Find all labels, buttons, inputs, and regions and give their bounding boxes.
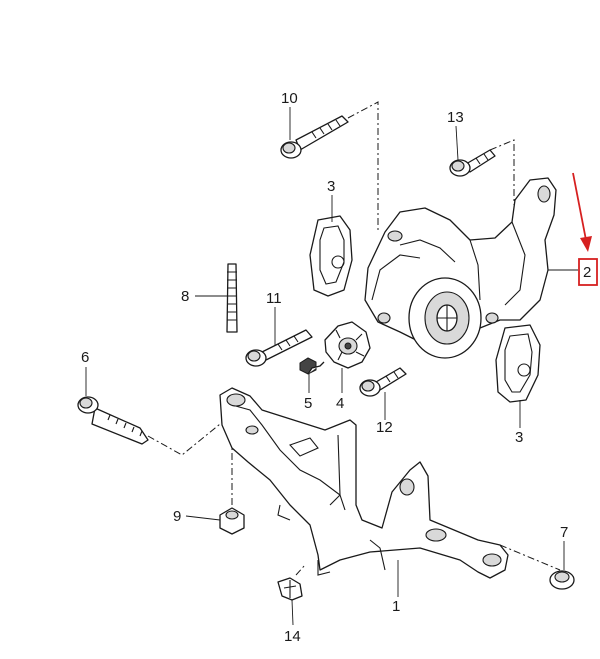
callout-2-highlight-box	[578, 258, 598, 286]
nut-part-9	[219, 507, 245, 535]
callout-11: 11	[266, 290, 282, 307]
bolt-part-12	[359, 367, 407, 397]
callout-labels: 1 2 3 3 4 5 6 7 8 9 10 11 12 13 14	[81, 90, 591, 645]
leader-lines	[85, 107, 578, 626]
lower-bracket-part-1	[219, 387, 509, 579]
part-2-highlight	[572, 172, 598, 286]
gasket-part-3-upper	[309, 215, 353, 297]
small-nut-part-5	[299, 357, 325, 375]
callout-9: 9	[173, 508, 181, 525]
long-bolt-part-6	[77, 396, 149, 445]
callout-4: 4	[336, 395, 344, 412]
rubber-insert-part-4	[324, 321, 371, 369]
bolt-part-10	[280, 115, 349, 159]
flange-nut-part-7	[549, 570, 575, 590]
callout-5: 5	[304, 395, 312, 412]
callout-8: 8	[181, 288, 189, 305]
callout-12: 12	[376, 419, 393, 436]
highlight-arrow	[572, 172, 587, 241]
clip-part-14	[277, 577, 303, 601]
highlight-arrowhead	[580, 236, 592, 252]
gasket-part-3-lower	[495, 324, 541, 403]
callout-6: 6	[81, 349, 89, 366]
callout-1: 1	[392, 598, 400, 615]
bolt-part-13	[449, 149, 496, 177]
callout-13: 13	[447, 109, 464, 126]
callout-7: 7	[560, 524, 568, 541]
callout-14: 14	[284, 628, 301, 645]
callout-10: 10	[281, 90, 298, 107]
mount-housing-part-2	[364, 177, 557, 359]
bolt-part-11	[245, 329, 313, 367]
callout-3-upper: 3	[327, 178, 335, 195]
callout-3-lower: 3	[515, 429, 523, 446]
callout-2: 2	[583, 264, 591, 281]
stud-part-8	[226, 263, 238, 333]
